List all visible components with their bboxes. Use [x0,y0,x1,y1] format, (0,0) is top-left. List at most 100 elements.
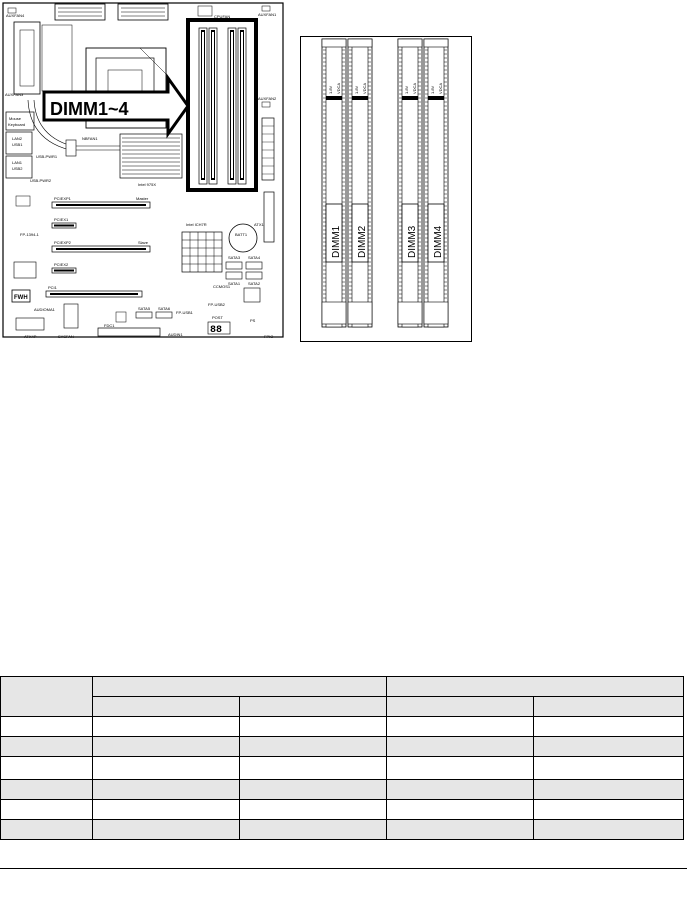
table-cell [0,779,93,800]
table-header-row [0,676,684,717]
slot-label-box [401,203,419,263]
table-cell [386,779,534,800]
table-cell [0,676,93,717]
post-digits: 88 [210,325,222,336]
slot-clip-top [397,38,423,48]
pciexp2-label: PCIEXP2 [54,240,72,245]
key-label: VDCA [336,83,341,94]
slot-clip-top [347,38,373,48]
usb1-label: USB1 [12,142,23,147]
table-cell [239,779,387,800]
usb2-label: USB2 [12,166,23,171]
table-cell [239,696,387,717]
slot-clip-bottom [423,301,449,325]
ps-label: PS [250,318,256,323]
dimm-slot-label: DIMM1 [331,225,342,258]
table-cell [0,756,93,780]
key-label: 1.8V [404,85,409,94]
slot-clip-bottom [321,301,347,325]
key-label: VDCA [438,83,443,94]
table-cell [533,696,684,717]
slot-clip-top [423,38,449,48]
table-cell [386,676,684,697]
table-cell [533,799,684,820]
table-cell [0,736,93,757]
callout-arrow [42,73,190,139]
table-header-row [1,696,684,717]
sata1-label: SATA1 [228,281,241,286]
pciex1-label: PCIEX1 [54,217,69,222]
table-row [0,756,684,780]
auxfan2-label: AUXFAN2 [258,96,277,101]
atx1-label: ATX1 [254,222,264,227]
table-cell [386,819,534,840]
fpio-label: FPIO [264,334,273,339]
table-cell [239,799,387,820]
slot-key [326,96,342,100]
dimm-callout-text: DIMM1~4 [50,99,129,119]
key-label: 1.8V [430,85,435,94]
slot-label-box [351,203,369,263]
slave-label: Slave [138,240,149,245]
table-cell [92,696,240,717]
intel-975x-label: Intel 975X [138,182,156,187]
table-cell [92,736,240,757]
slot-channel [427,38,445,328]
mouse-label: Mouse [9,116,22,121]
key-label: VDCA [412,83,417,94]
pci1-label: PCI1 [48,285,58,290]
cpufan-label: CPUFAN [214,14,230,19]
key-label: 1.8V [354,85,359,94]
sata4-label: SATA4 [248,255,261,260]
slot-label-box [325,203,343,263]
master-label: Master [136,196,149,201]
table-cell [92,716,240,737]
dimm-slot-label: DIMM2 [357,225,368,258]
motherboard-diagram: AUXFAN4 AUXFAN1 CPUFAN AUXFAN3 Mouse Key… [2,2,284,339]
batt1-label: BATT1 [235,232,248,237]
slot-channel [351,38,369,328]
table-cell [239,716,387,737]
table-cell [533,779,684,800]
sata6-label: SATA6 [158,306,171,311]
fp1394-label: FP-1394-1 [20,232,40,237]
slot-key [428,96,444,100]
table-row [0,819,684,840]
pciex2-label: PCIEX2 [54,262,69,267]
sysfan-label: SYSFAN [58,334,74,339]
slot-clip-bottom [347,301,373,325]
table-cell [92,779,240,800]
table-cell [239,819,387,840]
ccmos1-label: CCMOS1 [213,284,231,289]
sata2-label: SATA2 [248,281,261,286]
atx4p-label: ATX4P [24,334,37,339]
sata3-label: SATA3 [228,255,241,260]
slot-label-box [427,203,445,263]
auxfan4-label: AUXFAN4 [6,13,25,18]
slot-key [352,96,368,100]
dimm-slot-label: DIMM4 [433,225,444,258]
slot-channel [325,38,343,328]
table-cell [0,799,93,820]
page-footer-rule [0,868,687,869]
table-cell [386,799,534,820]
table-cell [386,756,534,780]
table-row [0,736,684,757]
intel-ich7r-label: Intel ICH7R [186,222,207,227]
table-cell [92,676,387,697]
nbfan1-label: NBFAN1 [82,136,98,141]
table-row [0,779,684,800]
table-cell [533,819,684,840]
dimm-slot-label: DIMM3 [407,225,418,258]
lan1-label: LAN1 [12,160,23,165]
fp-usb2-label: FP-USB2 [208,302,226,307]
auxfan3-label: AUXFAN3 [5,92,24,97]
slot-channel [401,38,419,328]
table-cell [386,696,534,717]
fdc1-label: FDC1 [104,323,115,328]
